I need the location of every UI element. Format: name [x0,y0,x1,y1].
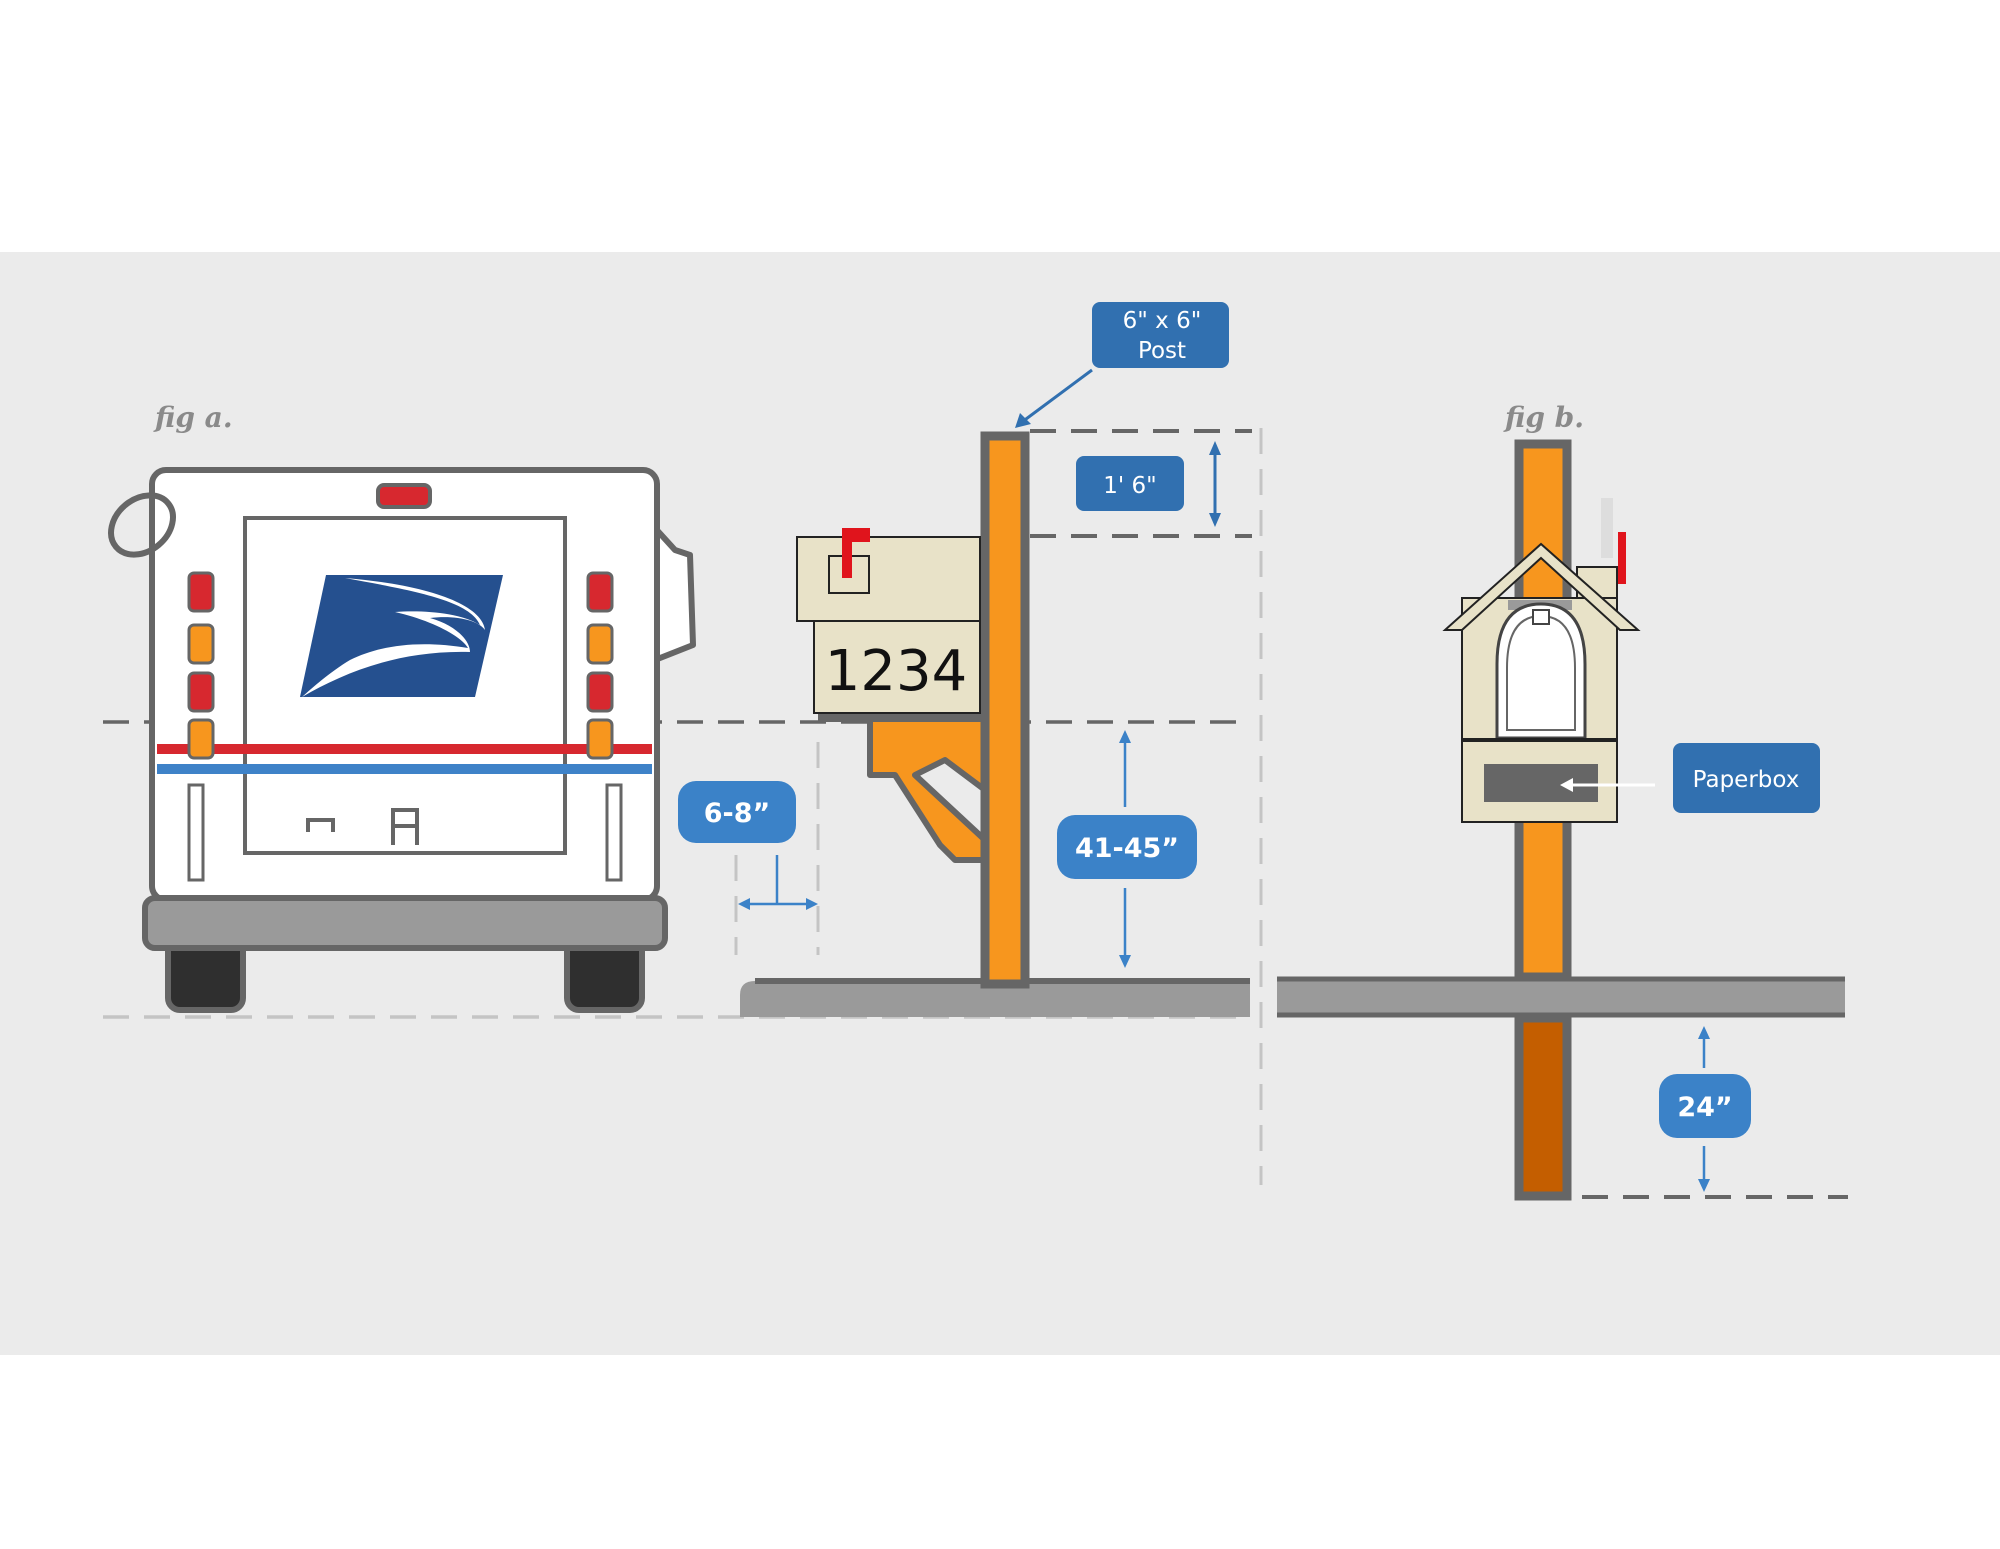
callout-depth: 24” [1659,1026,1751,1192]
callout-paperbox-pill [1673,743,1820,813]
house-mailbox-door-inner [1506,614,1576,731]
usps-eagle-logo [300,575,503,697]
tail-light-right-3 [586,671,614,713]
callout-paperbox: Paperbox [1560,743,1820,813]
curb-offset-arrow-left [738,898,750,910]
callout-height-pill [1057,815,1197,879]
callout-top-offset-pill [1076,456,1184,511]
truck-stripe-blue [157,764,652,774]
curb-ground-fig-a [740,981,1250,1017]
callout-top-offset-label: 1' 6" [1103,473,1156,499]
mailbox-number-plate [813,620,981,714]
house-mailbox-roof [1442,542,1641,631]
tail-light-left-2 [187,623,215,665]
house-mailbox-latch [1532,609,1550,625]
usps-truck [108,467,696,1013]
truck-stripe-red [157,744,652,754]
usps-eagle-head [302,578,485,697]
callout-top-offset: 1' 6" [1076,441,1221,527]
callout-post-size-arrowhead [1015,413,1031,428]
tail-light-right-1 [586,571,614,613]
height-arrow-up [1119,730,1131,743]
tail-light-right-2 [586,623,614,665]
callout-post-size-pill [1092,302,1229,368]
callout-curb-offset: 6-8” [678,781,818,910]
callout-post-size-line2: Post [1138,338,1186,364]
top-offset-arrow-up [1209,441,1221,455]
door-handle-right [391,808,419,845]
callout-paperbox-label: Paperbox [1693,767,1800,793]
height-arrow-down [1119,955,1131,968]
callout-post-size: 6" x 6" Post [1015,302,1229,428]
fig-a-label: fig a. [153,401,233,434]
reflector-right [605,783,623,882]
mailbox-flag [842,528,870,542]
callout-curb-offset-pill [678,781,796,843]
fig-b-label: fig b. [1503,401,1584,434]
mailbox-top-box [796,536,981,622]
callout-curb-offset-label: 6-8” [704,798,771,829]
tail-light-left-1 [187,571,215,613]
door-handle-left [306,818,335,832]
callout-depth-label: 24” [1677,1092,1732,1123]
callout-height: 41-45” [1057,730,1197,968]
depth-arrow-up [1698,1026,1710,1039]
house-mailbox-chimney-stem [1601,498,1613,558]
depth-arrow-down [1698,1179,1710,1192]
paperbox-opening [1484,764,1598,802]
mailbox-fig-a: 1234 [796,528,988,722]
reflector-left [187,783,205,882]
post-fig-a [867,431,1030,989]
house-mailbox-fig-b [1442,498,1641,823]
callout-post-size-line1: 6" x 6" [1123,308,1202,334]
truck-hose-loop [108,492,176,558]
tail-light-right-4 [586,718,614,760]
callout-height-label: 41-45” [1075,833,1179,864]
mailbox-post [980,431,1030,989]
truck-bumper [142,895,668,951]
callout-post-size-pointer [1021,368,1093,424]
callout-depth-pill [1659,1074,1751,1138]
truck-top-light [376,483,432,509]
post-underground-fig-b [1514,1013,1572,1201]
house-number: 1234 [825,639,968,704]
tail-light-left-3 [187,671,215,713]
tail-light-left-4 [187,718,215,760]
mailbox-flag-pole [842,528,852,578]
ground-fig-b [1277,979,1845,1015]
house-mailbox-flag [1618,532,1626,584]
truck-side-mirror [652,525,696,663]
curb-offset-arrow-right [806,898,818,910]
top-offset-arrow-down [1209,513,1221,527]
callout-paperbox-arrowhead [1560,778,1573,792]
